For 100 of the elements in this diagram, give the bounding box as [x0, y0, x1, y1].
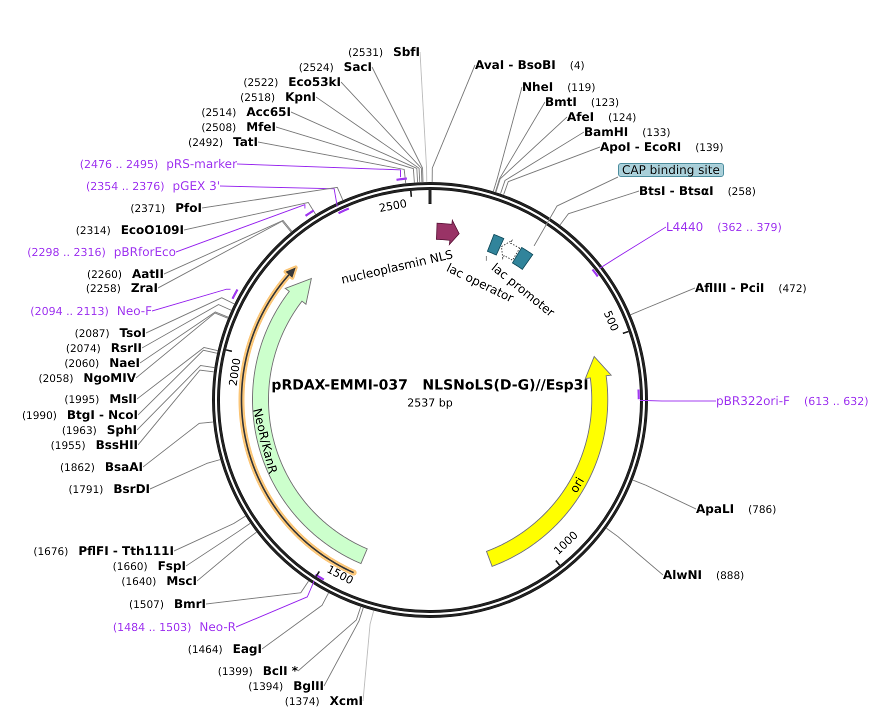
tick-label: 1500 — [324, 562, 355, 588]
leader-line — [158, 220, 292, 288]
restriction-site-label: (2314) EcoO109I — [76, 222, 184, 238]
feature-label: CAP binding site — [618, 163, 724, 177]
primer-label: (1484 .. 1503) Neo-R — [112, 620, 236, 634]
leader-line — [236, 164, 401, 178]
primer-label: (2094 .. 2113) Neo-F — [30, 304, 152, 318]
feature-box — [510, 246, 534, 271]
leader-line — [486, 256, 487, 262]
leader-line — [599, 226, 666, 269]
leader-line — [202, 186, 344, 208]
restriction-site-label: (2258) ZraI — [86, 280, 158, 296]
restriction-site-label: (1464) EagI — [188, 642, 262, 656]
leader-line — [150, 459, 221, 490]
primer-mark — [230, 288, 239, 300]
leader-line — [340, 82, 422, 183]
leader-line — [495, 116, 568, 193]
tick-label: 500 — [600, 309, 621, 334]
leader-line — [146, 297, 235, 334]
restriction-site-label: (1995) MslI — [64, 392, 137, 406]
primer-label: pBR322ori-F (613 .. 632) — [716, 394, 868, 408]
leader-line — [492, 86, 522, 192]
tick-label: 2000 — [226, 356, 244, 386]
leader-line — [186, 522, 251, 566]
primer-label: L4440 (362 .. 379) — [666, 220, 782, 234]
restriction-site-label: AlwNI (888) — [663, 568, 744, 582]
primer-mark — [314, 572, 326, 581]
restriction-site-label: (2060) NaeI — [64, 356, 140, 370]
leader-line — [184, 202, 316, 230]
leader-line — [420, 52, 428, 183]
leader-line — [632, 480, 696, 510]
leader-line — [316, 96, 420, 183]
restriction-site-label: ApoI - EcoRI (139) — [600, 140, 724, 154]
leader-line — [630, 288, 696, 316]
leader-line — [136, 312, 228, 378]
leader-line — [494, 102, 546, 193]
restriction-site-label: AfeI (124) — [567, 110, 636, 124]
leader-line — [639, 400, 716, 402]
restriction-site-label: (2531) SbfI — [348, 44, 420, 60]
primer-mark — [636, 388, 640, 400]
restriction-site-label: (2371) PfoI — [130, 200, 202, 216]
restriction-site-label: (2522) Eco53kI — [243, 74, 341, 90]
promoter-feature — [500, 239, 522, 262]
leader-line — [276, 126, 415, 184]
leader-line — [503, 146, 600, 196]
leader-line — [372, 66, 424, 183]
restriction-site-label: (1676) PflFI - Tth111I — [33, 544, 174, 558]
leader-line — [142, 304, 232, 348]
leader-line — [140, 311, 229, 364]
feature-box — [486, 232, 506, 256]
feature-label: ori — [567, 474, 588, 496]
leader-line — [362, 610, 374, 702]
restriction-site-label: (2058) NgoMIV — [38, 370, 136, 386]
primer-label: (2476 .. 2495) pRS-marker — [80, 156, 237, 172]
restriction-site-label: (1955) BssHII — [50, 438, 138, 452]
restriction-site-label: (2514) Acc65I — [201, 104, 291, 120]
restriction-site-label: (1963) SphI — [62, 422, 137, 438]
leader-line — [136, 365, 215, 430]
leader-line — [432, 64, 476, 182]
restriction-site-label: (2492) TatI — [188, 134, 258, 150]
sequence-length-label: 2537 bp — [407, 396, 453, 410]
primer-mark — [591, 268, 600, 278]
leader-line — [152, 288, 232, 312]
primer-mark — [394, 177, 408, 182]
leader-line — [196, 532, 258, 582]
restriction-site-label: (1862) BsaAI — [60, 460, 143, 474]
leader-line — [500, 132, 584, 194]
restriction-site-label: (1660) FspI — [112, 558, 186, 574]
leader-line — [606, 528, 664, 576]
leader-line — [560, 190, 640, 226]
leader-line — [220, 186, 338, 208]
restriction-site-label: (2524) SacI — [298, 60, 372, 74]
restriction-site-label: (1394) BglII — [248, 678, 324, 694]
leader-line — [164, 220, 292, 274]
leader-line — [206, 580, 310, 604]
leader-line — [136, 346, 218, 400]
primer-mark — [337, 206, 351, 214]
restriction-site-label: (2260) AatII — [87, 266, 164, 282]
restriction-site-label: (1990) BtgI - NcoI — [22, 408, 138, 422]
restriction-site-label: AvaI - BsoBI (4) — [475, 58, 585, 72]
leader-line — [138, 350, 218, 416]
restriction-site-label: (1640) MscI — [121, 574, 197, 588]
tick-label: 2500 — [378, 197, 408, 216]
restriction-site-label: (1399) BclI * — [218, 664, 298, 678]
leader-line — [142, 421, 214, 468]
sequence-feature — [434, 218, 460, 246]
primer-label: (2354 .. 2376) pGEX 3' — [86, 178, 220, 194]
restriction-site-label: (2508) MfeI — [201, 120, 276, 134]
leader-line — [324, 607, 364, 686]
leader-line — [262, 592, 330, 650]
restriction-site-label: (2074) RsrII — [66, 340, 142, 356]
restriction-site-label: BamHI (133) — [584, 124, 670, 140]
restriction-site-label: (2087) TsoI — [74, 326, 146, 340]
leader-line — [534, 176, 618, 246]
restriction-site-label: AflIII - PciI (472) — [695, 280, 807, 296]
leader-line — [258, 142, 406, 184]
leader-line — [138, 370, 214, 446]
leader-line — [176, 204, 306, 252]
restriction-site-label: (1791) BsrDI — [68, 482, 150, 496]
restriction-site-label: (1374) XcmI — [284, 694, 363, 708]
